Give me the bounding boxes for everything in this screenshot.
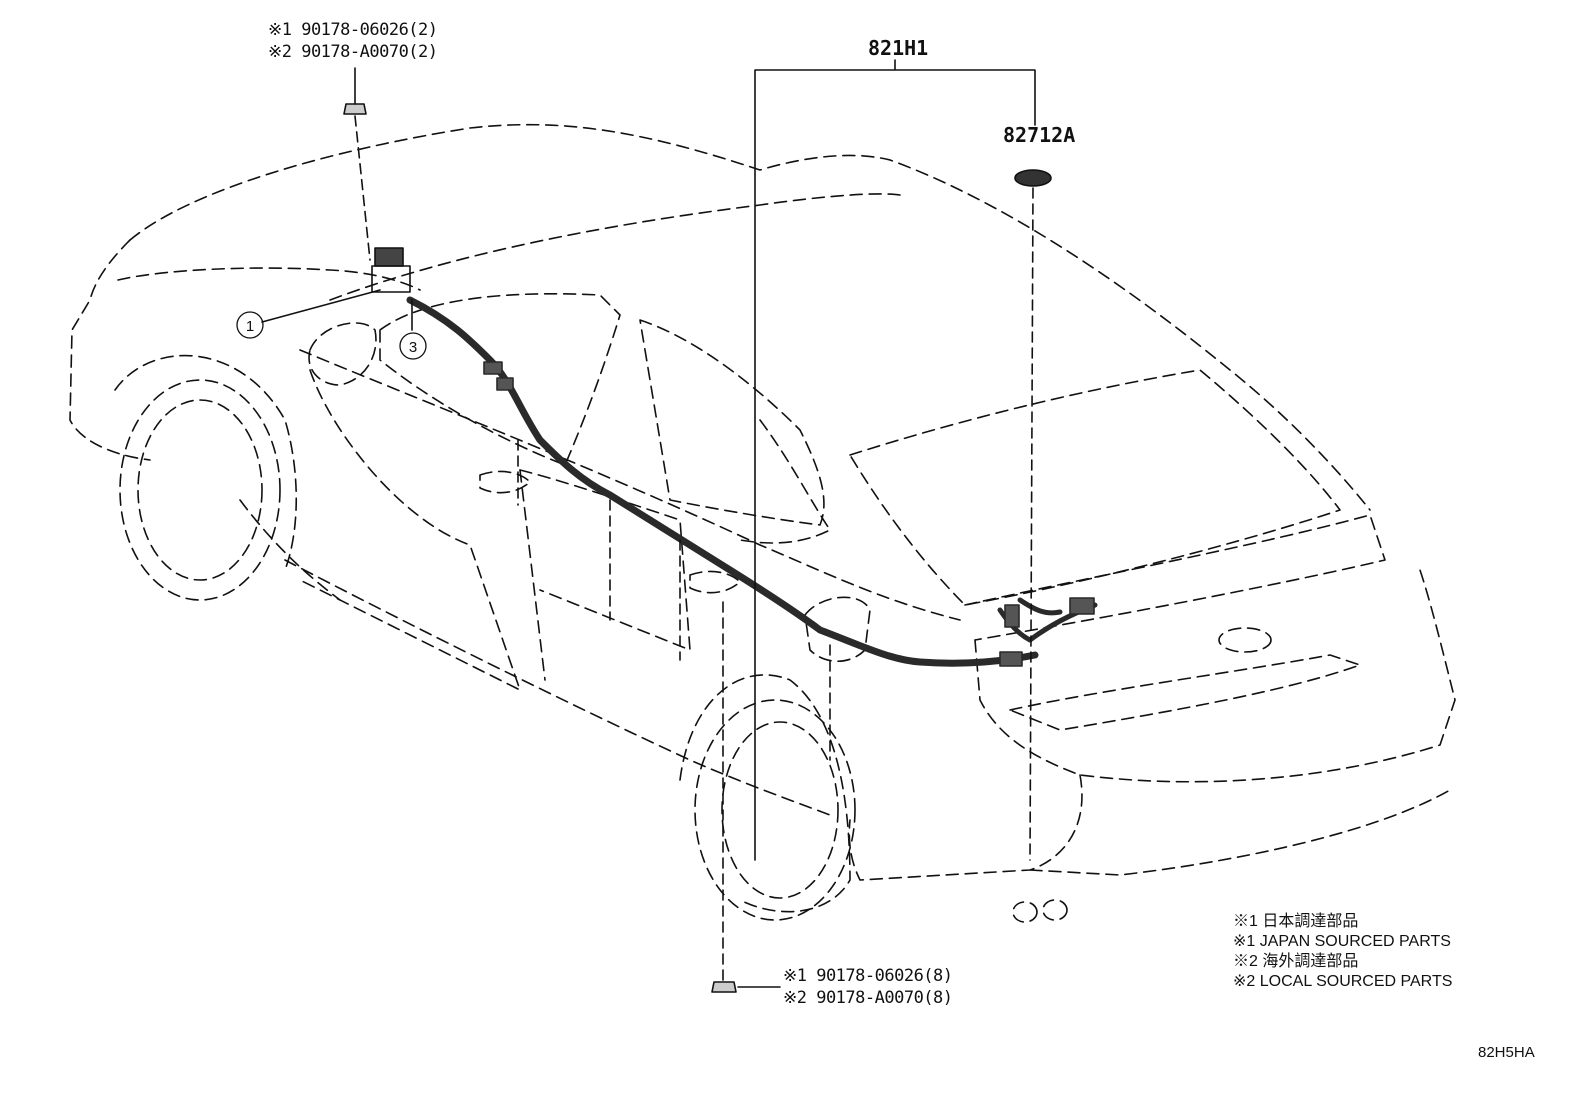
- leader-ref1: [261, 289, 381, 323]
- fasteners: [343, 103, 1052, 993]
- front-window: [379, 293, 621, 466]
- note-line-3: ※2 海外調達部品: [1233, 953, 1359, 970]
- bottom-bolt-callout-1: ※1 90178-06026(8): [783, 966, 953, 986]
- hood-line: [69, 239, 151, 461]
- bracket-assembly: [371, 247, 411, 293]
- b-pillar: [519, 469, 546, 681]
- harness-assembly-label: 821H1: [868, 36, 929, 60]
- leader-821h1-bracket: [754, 59, 1036, 861]
- leader-lines: [261, 59, 1036, 988]
- connector-3: [999, 651, 1023, 667]
- rear-wheel: [694, 699, 856, 921]
- roof-line: [129, 123, 1371, 511]
- harness-branch-lid: [1017, 597, 1063, 616]
- car-body: [69, 123, 1456, 923]
- item-ref-3-circle: [399, 332, 427, 360]
- front-wheel-arch: [114, 354, 297, 571]
- leader-grommet-dash: [1029, 187, 1034, 861]
- top-left-bolt-callout-2: ※2 90178-A0070(2): [268, 42, 438, 62]
- c-pillar: [739, 419, 831, 544]
- rear-lower: [848, 774, 1083, 881]
- front-wheel-inner: [137, 399, 263, 581]
- bracket-body: [371, 265, 411, 293]
- connector-2: [496, 377, 514, 391]
- item-ref-1-circle: [236, 311, 264, 339]
- connector-5: [1004, 604, 1020, 628]
- connector-4: [1069, 597, 1095, 615]
- exhaust-pipe-right: [1042, 899, 1068, 921]
- rear-wheel-arch: [679, 674, 851, 913]
- note-line-4: ※2 LOCAL SOURCED PARTS: [1233, 973, 1453, 990]
- rocker-line: [284, 559, 831, 816]
- connector-1: [483, 361, 503, 375]
- item-ref-1: 1: [236, 311, 264, 339]
- front-door-handle: [479, 470, 531, 494]
- item-ref-3-text: 3: [409, 339, 417, 356]
- grommet: [1014, 169, 1052, 187]
- rear-deck: [964, 514, 1386, 641]
- rear-window: [639, 319, 825, 526]
- note-line-1: ※1 日本調達部品: [1233, 913, 1359, 930]
- illustration-code: 82H5HA: [1478, 1044, 1535, 1061]
- item-ref-3: 3: [399, 332, 427, 360]
- note-line-2: ※1 JAPAN SOURCED PARTS: [1233, 933, 1451, 950]
- trunk-lid: [849, 369, 1341, 606]
- bolt-bottom: [711, 981, 737, 993]
- rear-door-handle: [689, 570, 741, 594]
- rear-bumper: [974, 569, 1456, 783]
- rear-door: [519, 469, 691, 651]
- front-door: [299, 369, 521, 691]
- beltline: [299, 349, 961, 621]
- windshield-base: [329, 193, 901, 301]
- bolt-top-left: [343, 103, 367, 115]
- rear-wheel-inner: [721, 721, 839, 899]
- fuel-lid: [804, 596, 871, 662]
- rear-diffuser: [1029, 789, 1451, 876]
- rear-emblem: [1218, 627, 1272, 653]
- item-ref-1-text: 1: [246, 318, 254, 335]
- leader-top-bolt-dash: [354, 115, 371, 261]
- grommet-label: 82712A: [1003, 123, 1076, 147]
- bottom-bolt-callout-2: ※2 90178-A0070(8): [783, 988, 953, 1008]
- front-wheel: [119, 379, 281, 601]
- tail-lamp: [1009, 654, 1361, 731]
- notes-block: ※1 日本調達部品 ※1 JAPAN SOURCED PARTS ※2 海外調達…: [1233, 912, 1452, 992]
- front-fender: [117, 267, 421, 291]
- lower-body: [239, 499, 341, 601]
- side-mirror: [308, 322, 377, 386]
- exhaust-pipe-left: [1012, 901, 1038, 923]
- top-left-bolt-callout-1: ※1 90178-06026(2): [268, 20, 438, 40]
- wire-harness: [406, 296, 1098, 667]
- bracket-top: [374, 247, 404, 267]
